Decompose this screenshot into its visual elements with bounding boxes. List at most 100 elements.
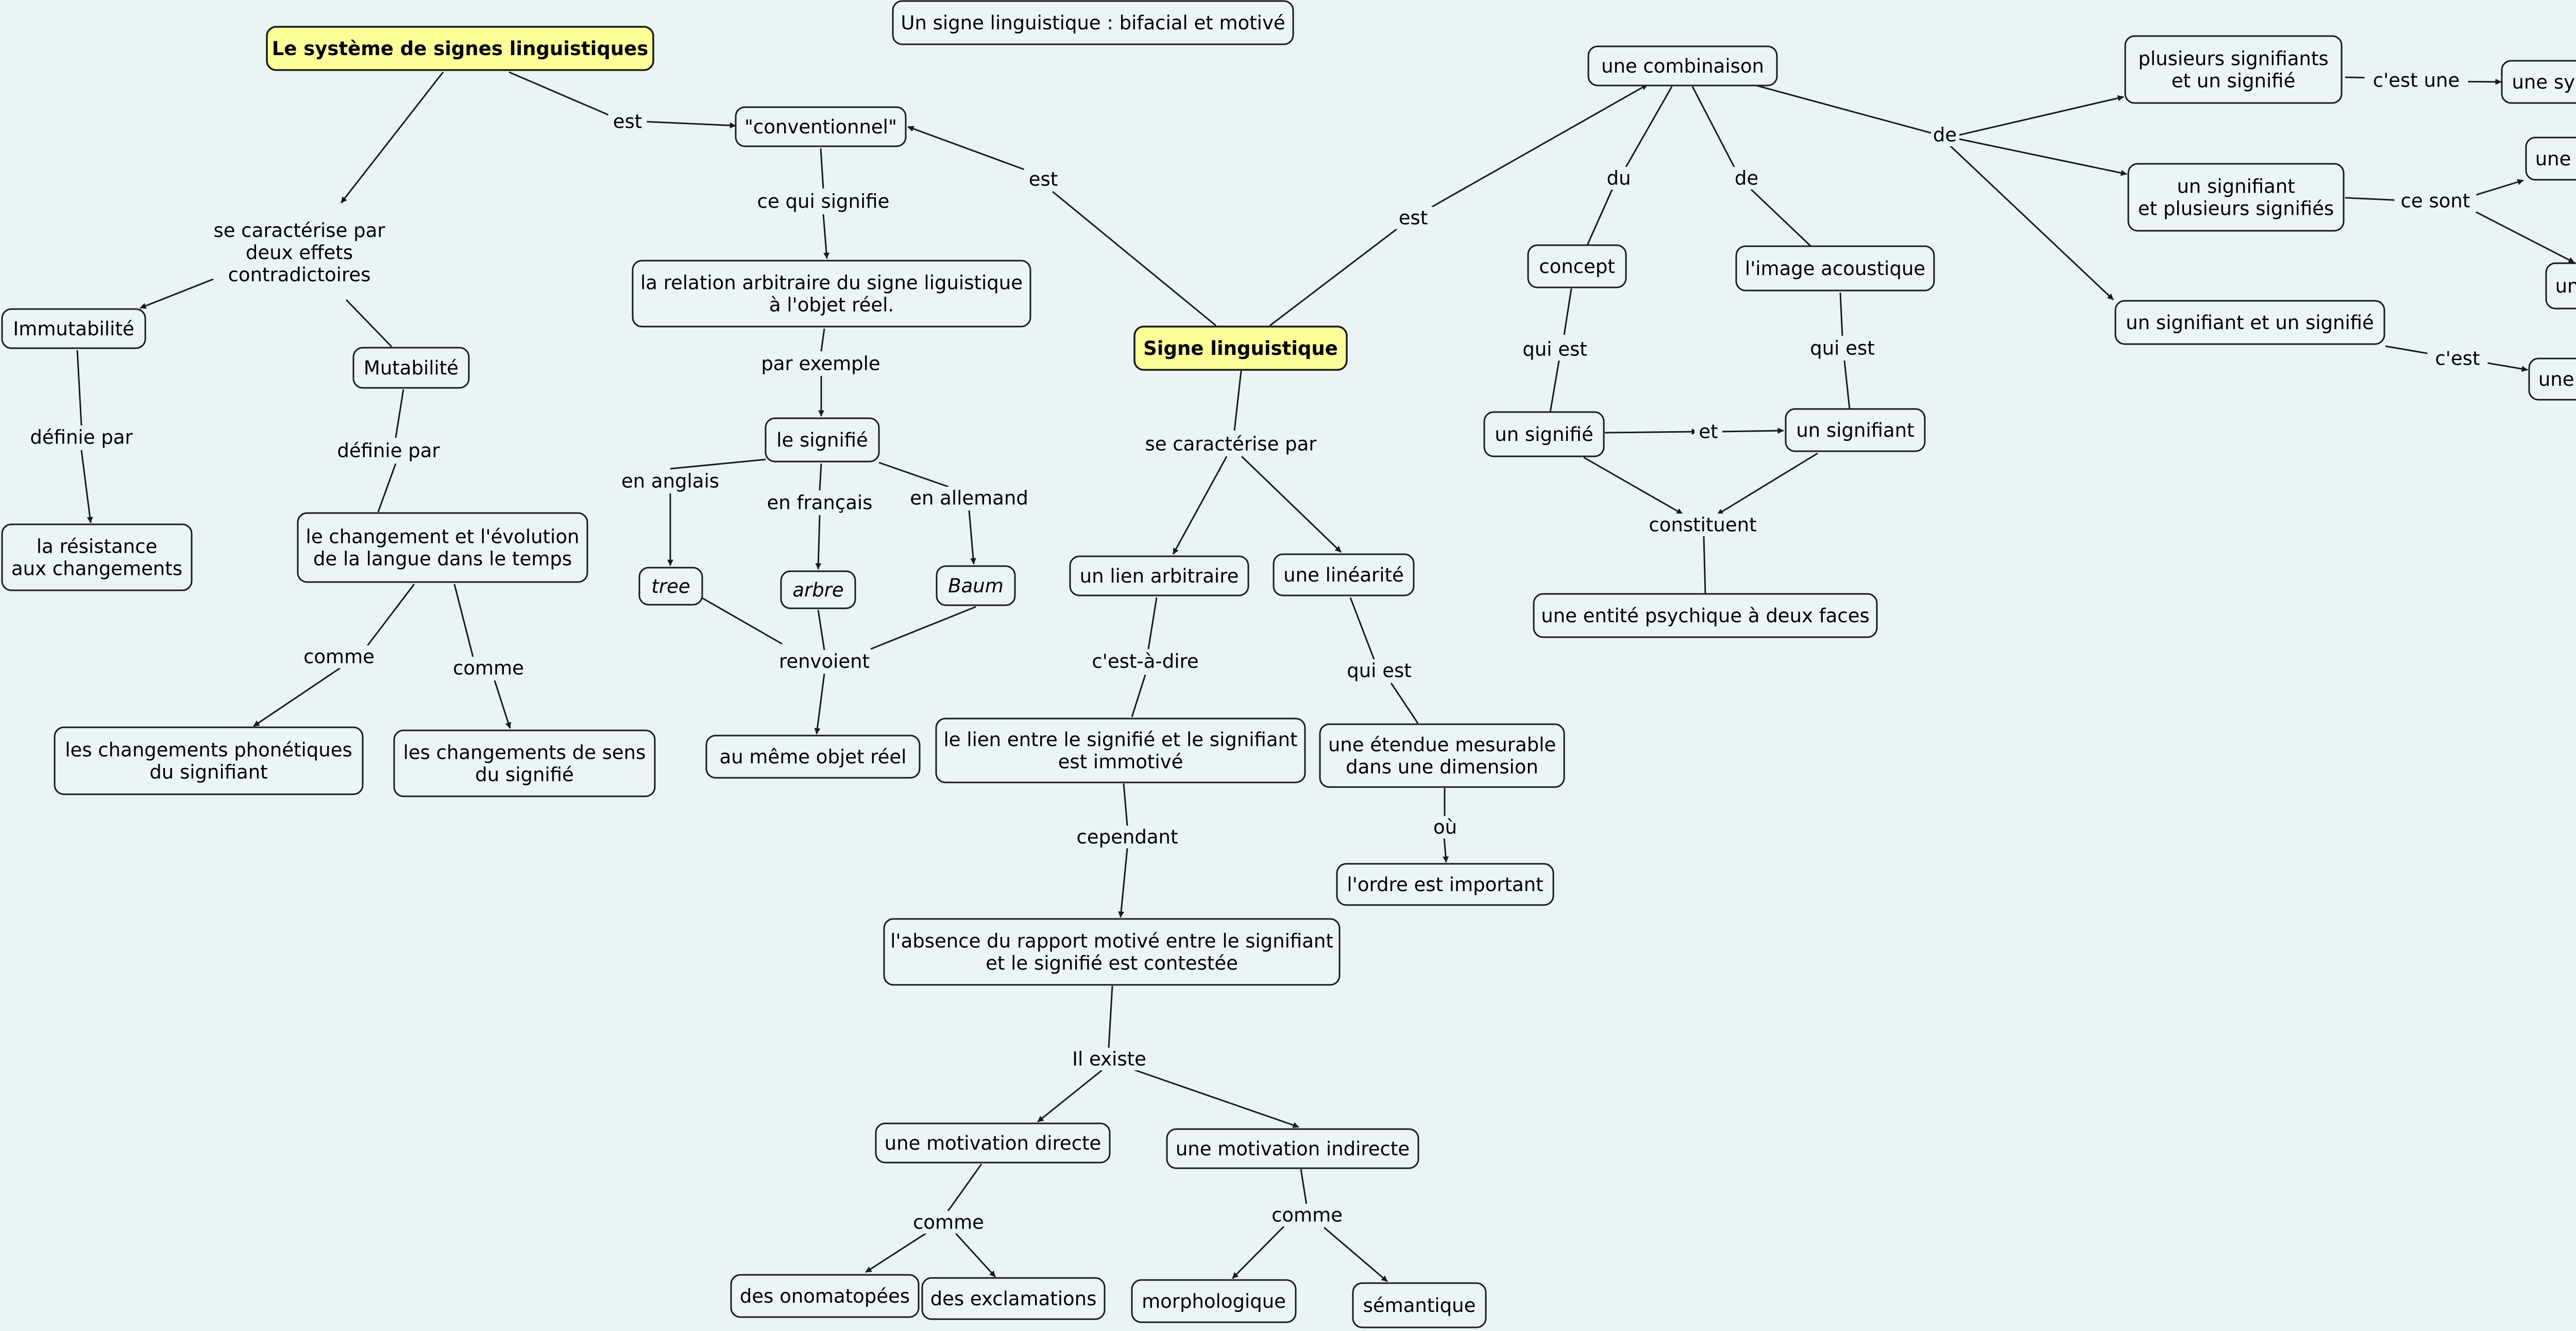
concept-node-arbre[interactable]: arbre [780,570,856,609]
node-box [935,718,1306,783]
link-label-l-ou-accent: où [1433,816,1457,839]
node-text: un signifiant et un signifié [2126,312,2374,334]
concept-node-combinaison[interactable]: une combinaison [1587,45,1778,87]
node-box [2127,163,2345,232]
arrow-connector [815,515,822,570]
node-text: l'ordre est important [1347,874,1543,896]
link-label-bg [918,1211,979,1234]
node-text: la relation arbitraire du signe liguisti… [640,272,1023,316]
arrow-connector [1429,83,1648,209]
arrow-connector [1241,455,1342,553]
node-box [1069,555,1249,596]
node-text: une combinaison [1601,55,1764,77]
concept-node-semant[interactable]: sémantique [1352,1282,1487,1328]
concept-node-conventionnel[interactable]: "conventionnel" [735,106,907,147]
node-text: Baum [948,575,1004,597]
node-text: une synonymie [2512,71,2576,93]
concept-node-signe-ling[interactable]: Signe linguistique [1133,326,1348,371]
concept-node-image-ac[interactable]: l'image acoustique [1735,245,1935,292]
concept-node-ordre[interactable]: l'ordre est important [1336,863,1554,906]
node-text: l'image acoustique [1745,258,1925,280]
link-label-l-en-anglais: en anglais [621,470,719,492]
concept-node-lien-arb[interactable]: un lien arbitraire [1069,555,1249,596]
concept-node-meme-objet[interactable]: au même objet réel [705,735,921,779]
link-label-bg [19,426,144,449]
concept-node-mutabilite[interactable]: Mutabilité [352,347,470,389]
concept-node-synonymie[interactable]: une synonymie [2501,60,2576,104]
node-text: le signifié [776,429,868,451]
concept-node-relation-arb[interactable]: la relation arbitraire du signe liguisti… [632,260,1031,328]
node-box [883,918,1341,986]
link-label-l-de1: de [1735,167,1758,190]
node-text: morphologique [1142,1290,1286,1312]
concept-node-exclam[interactable]: des exclamations [921,1277,1106,1320]
concept-node-motiv-ind[interactable]: une motivation indirecte [1166,1128,1419,1169]
concept-node-monosemie[interactable]: une monosémie [2528,357,2576,401]
arrow-connector [1718,428,1784,434]
arrow-connector [907,126,1035,174]
concept-node-baum[interactable]: Baum [936,565,1016,606]
concept-node-entite[interactable]: une entité psychique à deux faces [1533,593,1878,638]
concept-node-concept[interactable]: concept [1527,244,1627,288]
concept-node-tree[interactable]: tree [638,567,703,606]
node-text: au même objet réel [720,746,907,768]
arrow-connector [1172,456,1228,555]
line-connector [395,389,404,438]
connector-lines [76,71,2575,1283]
concept-node-homonymie[interactable]: une homonymie [2525,136,2576,181]
concept-node-morpho[interactable]: morphologique [1131,1279,1297,1323]
node-text: une polysémie [2555,275,2576,297]
link-label-bg [1077,650,1213,673]
concept-node-un-et-un[interactable]: un signifiant et un signifié [2114,300,2385,345]
concept-node-linearite[interactable]: une linéarité [1273,553,1415,596]
node-box [892,0,1294,45]
arrow-connector [1947,143,2114,301]
arrow-connector [1037,1068,1104,1123]
concept-node-title[interactable]: Le système de signes linguistiques [266,26,654,71]
arrow-connector [968,510,976,565]
line-connector [1123,783,1128,826]
node-box [2124,35,2343,104]
link-label-bg [1338,659,1420,682]
concept-node-le-signifie[interactable]: le signifié [765,417,880,463]
node-text: des exclamations [930,1288,1097,1310]
concept-node-onomato[interactable]: des onomatopées [730,1274,920,1318]
link-label-l-en-francais: en français [767,492,873,514]
link-label-bg [1801,337,1884,360]
concept-node-subtitle[interactable]: Un signe linguistique : bifacial et moti… [892,0,1294,45]
node-box [352,347,470,389]
line-connector [1703,535,1706,594]
line-connector [76,350,82,426]
line-connector [1052,191,1216,327]
node-box [735,106,907,147]
line-connector [1349,597,1375,660]
concept-node-polysemie[interactable]: une polysémie [2545,262,2576,310]
concept-node-un-signifiant[interactable]: un signifiant [1785,408,1926,452]
concept-node-un-signifie[interactable]: un signifié [1483,411,1605,457]
node-text: Le système de signes linguistiques [272,38,649,60]
node-text: un signifiant [1796,419,1914,441]
node-text: une linéarité [1283,564,1404,586]
concept-node-motiv-dir[interactable]: une motivation directe [875,1122,1111,1164]
line-connector [870,606,976,650]
arrow-connector [1128,1067,1299,1128]
arrow-connector [1443,837,1449,863]
concept-node-lien-immotive[interactable]: le lien entre le signifié et le signifia… [935,718,1306,783]
concept-node-absence[interactable]: l'absence du rapport motivé entre le sig… [883,918,1341,986]
concept-node-immutabilite[interactable]: Immutabilité [1,308,146,349]
line-connector [377,463,397,513]
link-label-bg [1694,420,1722,443]
